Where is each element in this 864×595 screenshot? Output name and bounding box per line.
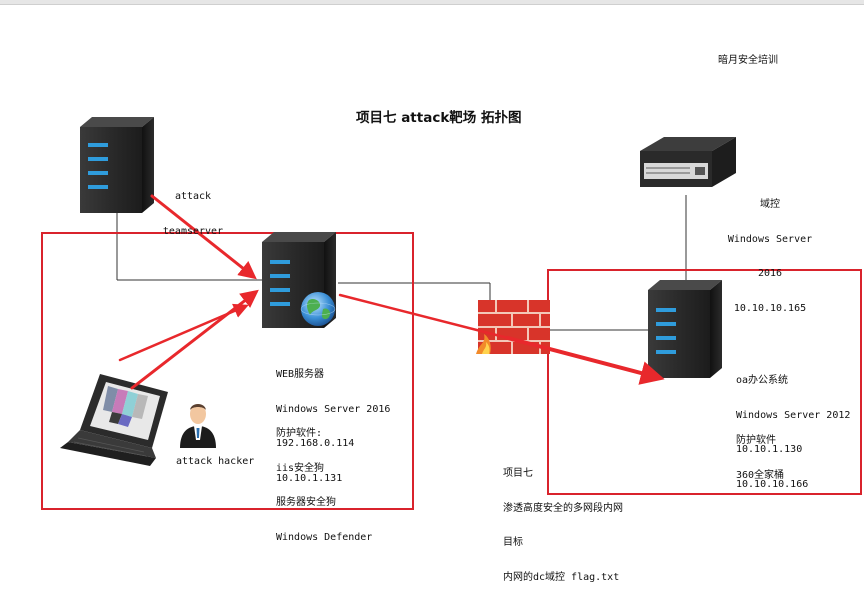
- oa-server-icon: [648, 280, 722, 378]
- oa-line: oa办公系统: [736, 375, 789, 386]
- domain-controller-rack-server-icon: [640, 137, 736, 187]
- diagram-title: 项目七 attack靶场 拓扑图: [356, 110, 522, 126]
- dc-line: Windows Server: [727, 233, 813, 245]
- topology-diagram: [41, 117, 862, 510]
- oa-protection-label: 防护软件 360全家桶: [736, 412, 784, 493]
- web-line: WEB服务器: [276, 369, 325, 380]
- internal-zone-box: [547, 269, 862, 495]
- web-protection-line: Windows Defender: [276, 531, 373, 543]
- arrow-firewall-to-oa: [506, 336, 665, 385]
- dc-line: 域控: [760, 199, 780, 210]
- person-icon: [180, 404, 216, 448]
- dc-line: 10.10.10.165: [733, 302, 807, 314]
- web-protection-line: iis安全狗: [276, 462, 325, 474]
- oa-line: Windows Server 2012: [736, 409, 851, 421]
- teamserver-line: teamserver: [162, 225, 224, 237]
- arrow-web-to-firewall: [338, 293, 510, 340]
- teamserver-label: attack teamserver: [158, 168, 228, 249]
- web-protection-label: 防护软件: iis安全狗 服务器安全狗 Windows Defender: [276, 405, 372, 555]
- web-line: 10.10.1.131: [276, 472, 343, 484]
- arrow-hacker-to-web: [118, 303, 249, 362]
- oa-server-label: oa办公系统 Windows Server 2012 10.10.1.130 1…: [736, 352, 850, 502]
- top-border: [0, 0, 864, 5]
- web-server-label: WEB服务器 Windows Server 2016 192.168.0.114…: [276, 346, 390, 496]
- dc-line: 2016: [757, 268, 783, 279]
- dmz-zone-box: [41, 232, 414, 510]
- web-line: Windows Server 2016: [276, 403, 391, 415]
- firewall-icon: [476, 300, 550, 354]
- domain-controller-label: 域控 Windows Server 2016 10.10.10.165: [720, 176, 820, 326]
- arrow-laptop-to-web: [130, 289, 259, 390]
- globe-icon: [300, 292, 336, 326]
- web-protection-line: 服务器安全狗: [276, 497, 336, 508]
- brand-label: 暗月安全培训: [718, 55, 778, 66]
- oa-line: 10.10.10.166: [736, 478, 809, 490]
- oa-protection-line: 360全家桶: [736, 469, 785, 481]
- project-note-line: 渗透高度安全的多网段内网: [503, 502, 623, 514]
- project-note-line: 内网的dc域控 flag.txt: [503, 571, 620, 583]
- teamserver-line: attack: [174, 191, 212, 202]
- web-line: 192.168.0.114: [276, 438, 355, 449]
- project-note: 项目七 渗透高度安全的多网段内网 目标 内网的dc域控 flag.txt: [503, 445, 623, 595]
- arrow-teamserver-to-web: [150, 194, 257, 280]
- hacker-label: attack hacker: [176, 456, 255, 467]
- web-protection-line: 防护软件:: [276, 428, 323, 439]
- laptop-icon: [60, 374, 168, 466]
- oa-protection-line: 防护软件: [736, 435, 776, 446]
- attack-arrows: [118, 194, 665, 390]
- project-note-line: 目标: [503, 537, 523, 548]
- project-note-line: 项目七: [503, 468, 533, 479]
- oa-line: 10.10.1.130: [736, 444, 803, 455]
- teamserver-server-icon: [80, 117, 154, 213]
